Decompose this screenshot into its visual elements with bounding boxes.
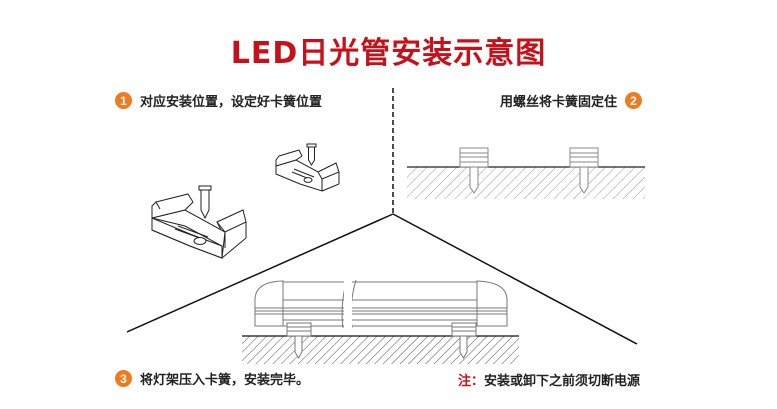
clip-fixed-right [569,147,599,194]
divider-left [126,213,394,333]
step-2: 用螺丝将卡簧固定住 2 [500,91,642,110]
step-3-text: 将灯架压入卡簧，安装完毕。 [140,373,310,388]
page-title: LED日光管安装示意图 [230,36,547,71]
step-2-text: 用螺丝将卡簧固定住 [499,95,617,110]
clip-tube-right [451,322,477,359]
note-text: 安装或卸下之前须切断电源 [483,374,640,389]
step-1-badge: 1 [115,92,132,109]
step-1-text: 对应安装位置，设定好卡簧位置 [140,95,323,110]
clip-tube-left [286,322,312,359]
note-label: 注： [457,374,484,389]
clip-large [151,193,247,259]
step-1: 1 对应安装位置，设定好卡簧位置 [115,91,322,110]
safety-note: 注：安装或卸下之前须切断电源 [458,370,640,389]
divider-right [392,213,638,345]
led-tube-fixture [254,278,508,330]
step-2-badge: 2 [625,92,642,109]
clip-fixed-left [459,147,489,194]
surface-step2 [407,166,645,199]
screw-large [198,185,212,220]
step-3: 3 将灯架压入卡簧，安装完毕。 [115,369,309,388]
screw-small [306,143,317,166]
surface-step3 [242,335,519,364]
step-3-badge: 3 [115,370,132,387]
clip-small [275,149,340,192]
